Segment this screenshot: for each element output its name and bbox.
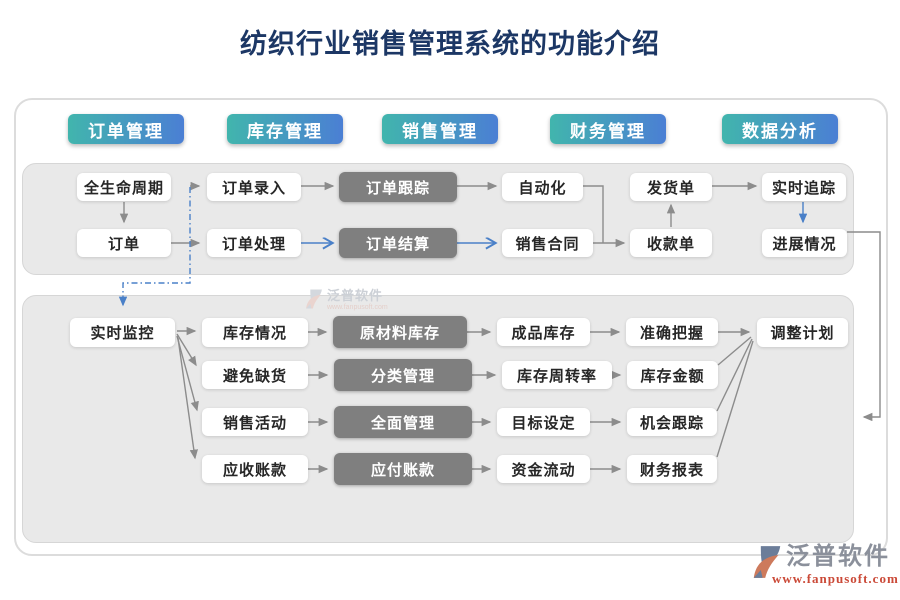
node-avoid-shortage: 避免缺货 xyxy=(202,361,308,389)
footer-text: 泛普软件 www.fanpusoft.com xyxy=(772,544,899,585)
watermark-brand: 泛普软件 xyxy=(327,288,384,303)
node-capital-flow: 资金流动 xyxy=(497,455,590,483)
node-accurate-grasp: 准确把握 xyxy=(626,318,718,346)
node-inventory-amount: 库存金额 xyxy=(627,361,718,389)
tab-inventory-management[interactable]: 库存管理 xyxy=(227,114,343,144)
node-adjust-plan: 调整计划 xyxy=(757,318,848,347)
tab-data-analysis[interactable]: 数据分析 xyxy=(722,114,838,144)
node-sales-activity: 销售活动 xyxy=(202,408,308,436)
footer-url[interactable]: www.fanpusoft.com xyxy=(772,571,899,586)
footer-brand-name: 泛普软件 xyxy=(786,544,890,570)
tab-finance-management[interactable]: 财务管理 xyxy=(550,114,666,144)
node-opportunity-tracking: 机会跟踪 xyxy=(627,408,717,436)
node-realtime-monitor: 实时监控 xyxy=(70,318,175,347)
tab-sales-management[interactable]: 销售管理 xyxy=(382,114,498,144)
node-order: 订单 xyxy=(77,229,171,257)
node-progress-status: 进展情况 xyxy=(762,229,847,257)
node-inventory-status: 库存情况 xyxy=(202,318,308,347)
node-realtime-trace: 实时追踪 xyxy=(762,173,846,201)
watermark-url: www.fanpusoft.com xyxy=(327,304,388,311)
watermark-text: 泛普软件 www.fanpusoft.com xyxy=(327,289,388,314)
node-automation: 自动化 xyxy=(502,173,583,201)
node-receipt-note: 收款单 xyxy=(630,229,712,257)
tab-order-management[interactable]: 订单管理 xyxy=(68,114,184,144)
footer-brand: 泛普软件 www.fanpusoft.com xyxy=(752,545,899,585)
center-watermark: 泛普软件 www.fanpusoft.com xyxy=(305,289,388,314)
node-order-processing: 订单处理 xyxy=(207,229,301,257)
node-order-entry: 订单录入 xyxy=(207,173,301,201)
node-accounts-payable: 应付账款 xyxy=(334,453,472,485)
node-delivery-note: 发货单 xyxy=(630,173,712,201)
fanpu-logo-icon xyxy=(752,545,782,585)
node-order-settlement: 订单结算 xyxy=(339,228,457,258)
node-order-tracking: 订单跟踪 xyxy=(339,172,457,202)
node-sales-contract: 销售合同 xyxy=(502,229,593,257)
node-finished-inventory: 成品库存 xyxy=(497,318,590,346)
node-goal-setting: 目标设定 xyxy=(497,408,590,436)
node-financial-report: 财务报表 xyxy=(627,455,717,483)
node-overall-mgmt: 全面管理 xyxy=(334,406,472,438)
node-classification-mgmt: 分类管理 xyxy=(334,359,472,391)
fanpu-logo-icon xyxy=(305,289,323,314)
node-lifecycle: 全生命周期 xyxy=(77,173,171,201)
node-raw-material-inventory: 原材料库存 xyxy=(333,316,467,348)
page-title: 纺织行业销售管理系统的功能介绍 xyxy=(240,29,660,59)
node-accounts-receivable: 应收账款 xyxy=(202,455,308,483)
node-inventory-turnover: 库存周转率 xyxy=(502,361,612,389)
